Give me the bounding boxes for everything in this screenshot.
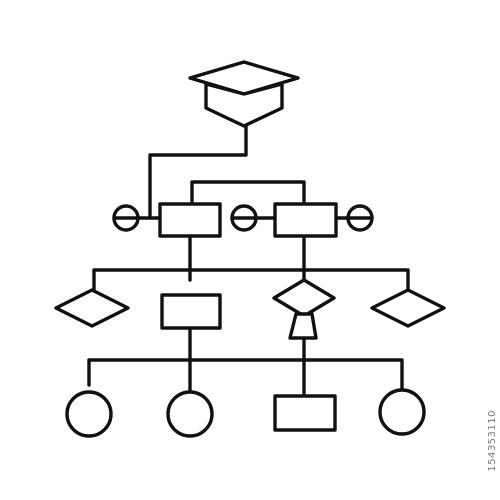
connector-level2-to-level3 [87, 326, 404, 398]
diamond-node-left [54, 288, 130, 328]
diagram-lines [87, 122, 410, 398]
level-1-nodes [112, 202, 374, 238]
circle-node-bottom-2 [166, 390, 214, 438]
diamond-node-center-stem [288, 312, 318, 340]
cap-crown [204, 82, 284, 128]
rect-node-bottom [273, 394, 337, 432]
connector-level1-to-level2 [92, 234, 410, 300]
diamond-node-center [272, 278, 336, 318]
stock-image-id: 154353110 [487, 410, 498, 472]
level-2-nodes [54, 278, 446, 340]
circle-node-bottom-1 [65, 390, 113, 438]
bracket-level1 [190, 180, 306, 207]
rect-node-right [273, 202, 338, 238]
connector-cap-to-level1 [148, 122, 248, 220]
diamond-node-right [370, 288, 446, 328]
level-3-nodes [65, 388, 426, 438]
rect-node-level2 [160, 293, 222, 330]
circle-node-bottom-4 [378, 388, 426, 436]
graduation-cap-icon [188, 60, 300, 128]
rect-node-left [158, 202, 222, 238]
